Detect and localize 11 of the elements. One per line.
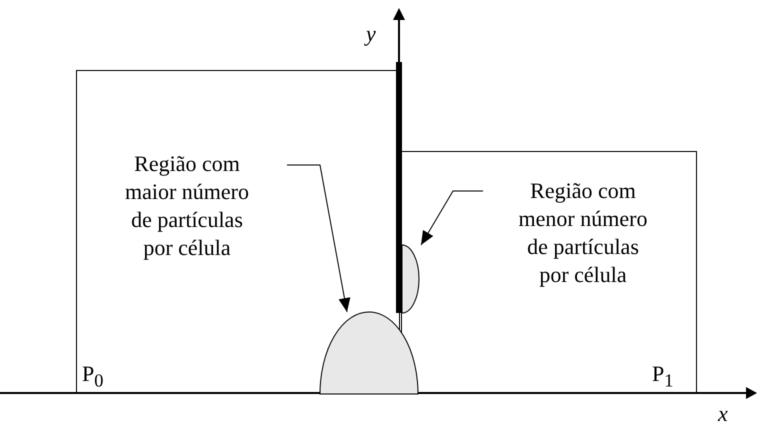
shaded-region xyxy=(320,312,418,394)
shaded-region xyxy=(402,245,419,313)
callout-text: Região com menor número de partículas por célula xyxy=(483,177,653,297)
point-label: P$_{0}$ xyxy=(82,362,104,392)
leader-line xyxy=(286,164,350,312)
domain-box xyxy=(401,151,697,394)
leader-line xyxy=(420,190,484,246)
point-label: P$_{1}$ xyxy=(652,362,674,392)
axis-label: x xyxy=(718,402,728,426)
axis-label: y xyxy=(366,22,376,46)
callout-text: Região com maior número de partículas por célula xyxy=(117,150,287,270)
